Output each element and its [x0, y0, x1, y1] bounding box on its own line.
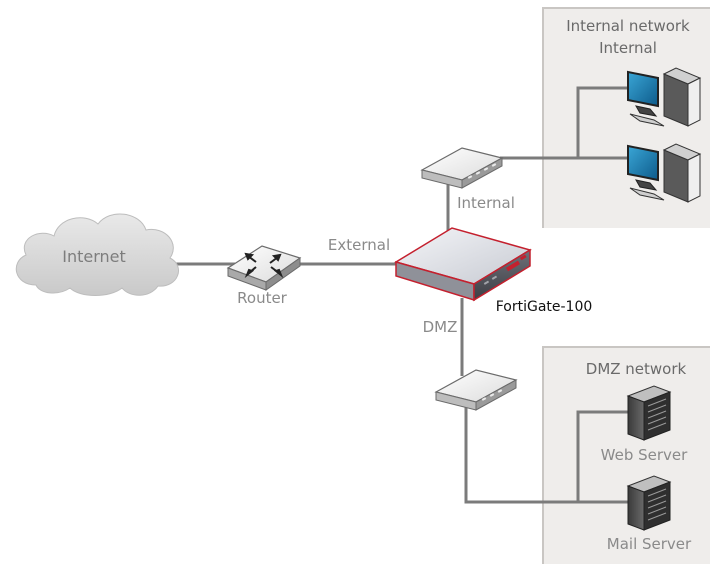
mail-server: Mail Server: [607, 475, 692, 553]
internal-pc-1: [627, 67, 702, 127]
internal-link-label: Internal: [457, 194, 515, 212]
fortigate-label: FortiGate-100: [496, 299, 593, 315]
cable-internal-switch-pcs: [500, 86, 632, 160]
internal-pc-2: [627, 143, 702, 203]
dmz-zone-title: DMZ network: [586, 360, 687, 378]
web-server-label: Web Server: [601, 446, 688, 464]
cable-dmz-web-server: [576, 410, 628, 502]
external-link-label: External: [328, 236, 390, 254]
router: Router: [226, 245, 302, 307]
internal-zone-subtitle: Internal: [599, 39, 657, 57]
internal-zone-title: Internal network: [566, 17, 690, 35]
internet-cloud: Internet: [15, 213, 180, 296]
fortigate-100-device: [394, 227, 532, 302]
mail-server-label: Mail Server: [607, 535, 692, 553]
dmz-switch: [434, 369, 518, 411]
web-server: Web Server: [601, 385, 688, 464]
internal-switch: [420, 147, 504, 189]
internet-label: Internet: [62, 247, 126, 266]
cables: [175, 86, 632, 504]
router-arrows-icon: [244, 252, 284, 279]
dmz-link-label: DMZ: [423, 318, 458, 336]
router-label: Router: [237, 289, 288, 307]
cable-dmz-switch-servers: [464, 402, 628, 504]
